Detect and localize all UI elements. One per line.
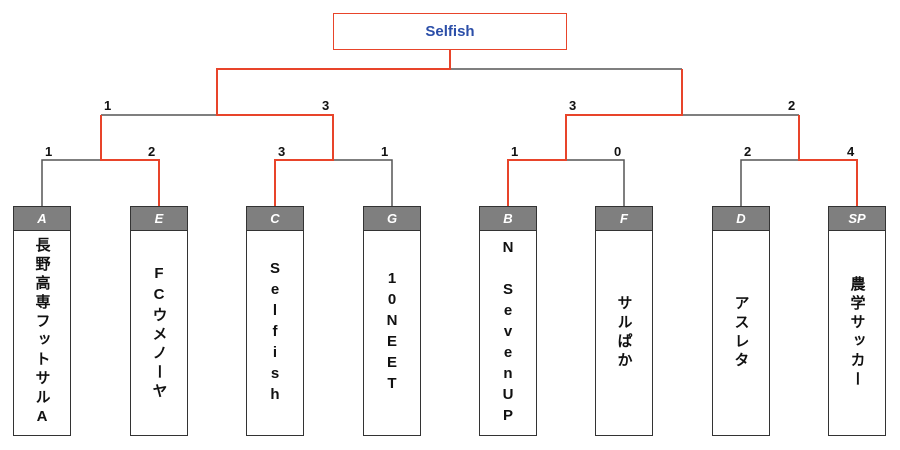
score: 1 [511, 144, 519, 159]
score: 3 [322, 98, 330, 113]
line-d [740, 159, 799, 206]
line-g [333, 159, 393, 206]
score: 3 [569, 98, 577, 113]
score: 2 [744, 144, 752, 159]
team-name: Selfish [266, 259, 284, 407]
team-seed: E [131, 207, 187, 231]
win-path-sp [798, 115, 858, 206]
champion-box: Selfish [333, 13, 567, 50]
team-seed: A [14, 207, 70, 231]
line-a [41, 159, 101, 206]
team-name: サルぱか [615, 295, 633, 371]
team-card: E FCウメノーヤ [130, 206, 188, 436]
score: 4 [847, 144, 855, 159]
champion-name: Selfish [425, 23, 475, 40]
team-seed: B [480, 207, 536, 231]
team-card: G 10NEET [363, 206, 421, 436]
team-name: 長野高専フットサルA [33, 237, 51, 429]
team-name: FCウメノーヤ [150, 264, 168, 402]
team-seed: G [364, 207, 420, 231]
team-card: F サルぱか [595, 206, 653, 436]
win-path-b [507, 69, 683, 206]
score: 1 [104, 98, 112, 113]
team-card: A 長野高専フットサルA [13, 206, 71, 436]
team-seed: SP [829, 207, 885, 231]
team-name: アスレタ [732, 295, 750, 371]
team-card: C Selfish [246, 206, 304, 436]
score: 3 [278, 144, 286, 159]
team-card: B N SevenUP [479, 206, 537, 436]
score: 2 [788, 98, 796, 113]
team-card: D アスレタ [712, 206, 770, 436]
team-name: N SevenUP [499, 238, 517, 428]
team-seed: F [596, 207, 652, 231]
win-path-e [100, 115, 160, 206]
line-f [566, 159, 625, 206]
team-name: 農学サッカー [848, 276, 866, 390]
team-name: 10NEET [383, 270, 401, 396]
team-card: SP 農学サッカー [828, 206, 886, 436]
score: 1 [45, 144, 53, 159]
team-seed: C [247, 207, 303, 231]
score: 1 [381, 144, 389, 159]
score: 2 [148, 144, 156, 159]
team-seed: D [713, 207, 769, 231]
score: 0 [614, 144, 622, 159]
win-path-c [216, 50, 451, 206]
